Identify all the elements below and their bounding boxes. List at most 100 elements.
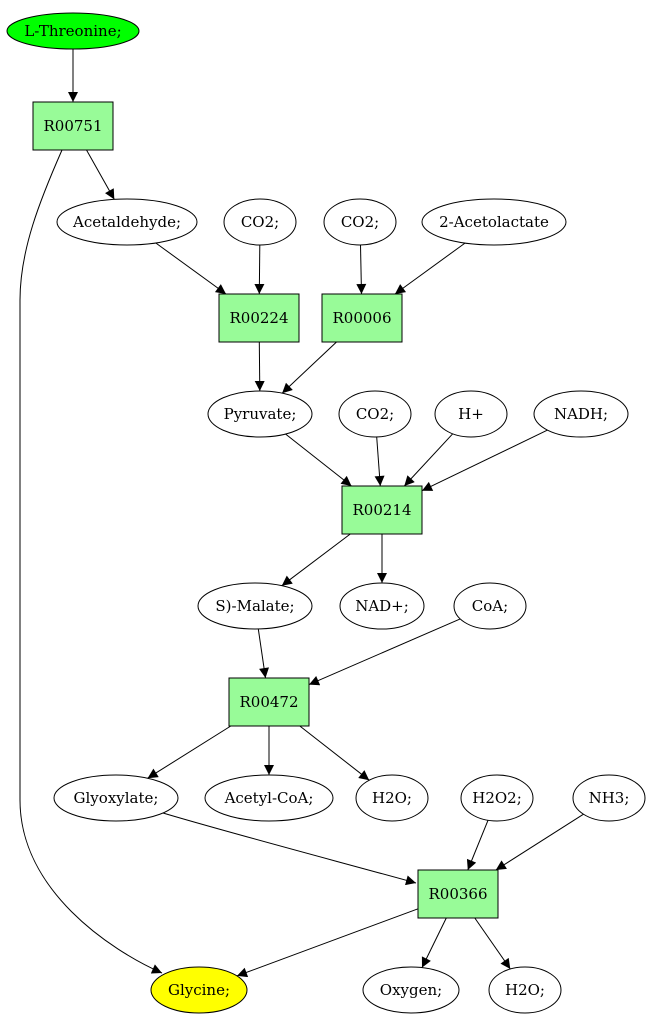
edge-r00214-to-malate	[281, 533, 351, 587]
node-l-threonine: L-Threonine;	[6, 12, 140, 50]
node-label: CO2;	[241, 213, 279, 231]
node-h2o2: H2O2;	[460, 774, 534, 822]
node-hplus: H+	[434, 390, 508, 438]
node-label: Oxygen;	[380, 981, 442, 999]
node-h2o-a: H2O;	[355, 774, 429, 822]
node-acetylcoa: Acetyl-CoA;	[204, 774, 334, 822]
edge-r00472-to-h2o-a	[299, 725, 370, 781]
node-co2-c: CO2;	[338, 390, 412, 438]
node-glyoxylate: Glyoxylate;	[53, 774, 179, 822]
edge-glyoxylate-to-r00366	[162, 812, 417, 886]
node-r00006: R00006	[321, 293, 403, 343]
edge-r00224-to-pyruvate	[254, 341, 265, 392]
reaction-box	[218, 293, 300, 343]
node-label: Glyoxylate;	[74, 789, 159, 807]
node-label: CO2;	[356, 405, 394, 423]
node-label: H2O;	[372, 789, 412, 807]
node-label: R00366	[428, 885, 487, 903]
node-pyruvate: Pyruvate;	[207, 390, 313, 438]
compound-ellipse	[150, 966, 248, 1014]
edge-r00366-to-h2o-b	[474, 917, 511, 970]
edge-nh3-to-r00366	[495, 813, 584, 871]
edge-hplus-to-r00214	[403, 433, 454, 487]
compound-ellipse	[453, 582, 527, 630]
node-label: Acetyl-CoA;	[224, 789, 314, 807]
edge-r00751-to-acetaldehyde	[86, 149, 115, 200]
node-malate: S)-Malate;	[197, 582, 313, 630]
node-coa: CoA;	[453, 582, 527, 630]
edge-r00751-to-glycine	[19, 149, 163, 974]
compound-ellipse	[572, 774, 646, 822]
edges-layer	[19, 49, 584, 978]
node-nadplus: NAD+;	[339, 582, 425, 630]
node-label: R00006	[332, 309, 391, 327]
node-label: H+	[458, 405, 484, 423]
compound-ellipse	[339, 582, 425, 630]
reaction-box	[417, 869, 499, 919]
node-r00472: R00472	[228, 677, 310, 727]
edge-r00006-to-pyruvate	[281, 341, 337, 394]
edge-r00366-to-glycine	[236, 908, 419, 978]
node-label: R00224	[229, 309, 288, 327]
node-r00214: R00214	[341, 485, 423, 535]
node-label: CoA;	[472, 597, 508, 615]
node-label: L-Threonine;	[24, 22, 121, 40]
node-acetaldehyde: Acetaldehyde;	[56, 198, 198, 246]
compound-ellipse	[421, 198, 567, 246]
node-glycine: Glycine;	[150, 966, 248, 1014]
edge-r00366-to-oxygen	[421, 917, 447, 968]
node-label: NAD+;	[355, 597, 409, 615]
node-label: R00751	[43, 117, 102, 135]
edge-coa-to-r00472	[308, 618, 461, 686]
edge-acetolactate-to-r00006	[394, 242, 466, 295]
edge-h2o2-to-r00366	[466, 820, 489, 871]
compound-ellipse	[207, 390, 313, 438]
reaction-box	[32, 101, 114, 151]
compound-ellipse	[53, 774, 179, 822]
node-label: NH3;	[589, 789, 630, 807]
compound-ellipse	[434, 390, 508, 438]
edge-co2-b-to-r00006	[356, 244, 367, 295]
compound-ellipse	[323, 198, 397, 246]
reaction-box	[321, 293, 403, 343]
compound-ellipse	[223, 198, 297, 246]
node-co2-b: CO2;	[323, 198, 397, 246]
node-label: H2O;	[505, 981, 545, 999]
reaction-box	[341, 485, 423, 535]
compound-ellipse	[533, 390, 629, 438]
edge-co2-c-to-r00214	[374, 436, 385, 487]
node-acetolactate: 2-Acetolactate	[421, 198, 567, 246]
node-r00366: R00366	[417, 869, 499, 919]
node-label: Acetaldehyde;	[72, 213, 181, 231]
node-label: NADH;	[554, 405, 608, 423]
compound-ellipse	[56, 198, 198, 246]
node-label: Pyruvate;	[224, 405, 297, 423]
node-h2o-b: H2O;	[488, 966, 562, 1014]
edge-malate-to-r00472	[257, 628, 269, 679]
node-r00751: R00751	[32, 101, 114, 151]
reaction-box	[228, 677, 310, 727]
edge-r00472-to-glyoxylate	[147, 725, 232, 779]
edge-co2-a-to-r00224	[254, 244, 265, 295]
node-r00224: R00224	[218, 293, 300, 343]
edge-pyruvate-to-r00214	[285, 433, 352, 487]
node-label: 2-Acetolactate	[439, 213, 549, 231]
node-label: R00472	[239, 693, 298, 711]
compound-ellipse	[362, 966, 460, 1014]
compound-ellipse	[355, 774, 429, 822]
node-label: CO2;	[341, 213, 379, 231]
node-label: R00214	[352, 501, 411, 519]
node-oxygen: Oxygen;	[362, 966, 460, 1014]
compound-ellipse	[488, 966, 562, 1014]
compound-ellipse	[460, 774, 534, 822]
node-nh3: NH3;	[572, 774, 646, 822]
node-label: S)-Malate;	[215, 597, 294, 615]
compound-ellipse	[197, 582, 313, 630]
node-co2-a: CO2;	[223, 198, 297, 246]
node-label: Glycine;	[168, 981, 230, 999]
compound-ellipse	[338, 390, 412, 438]
node-label: H2O2;	[472, 789, 522, 807]
